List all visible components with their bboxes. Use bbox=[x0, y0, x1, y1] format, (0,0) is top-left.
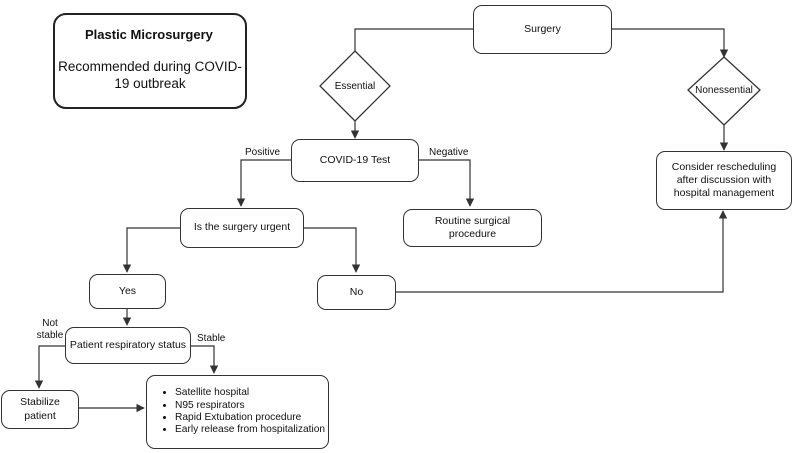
covid-test-label: COVID-19 Test bbox=[319, 153, 391, 166]
stabilize-label: Stabilize patient bbox=[20, 396, 60, 422]
edge-surgery-nonessential bbox=[612, 28, 729, 58]
edge-label-negative: Negative bbox=[429, 147, 469, 158]
reschedule-node: Consider rescheduling after discussion w… bbox=[656, 151, 792, 210]
edge-covidtest-urgent bbox=[236, 159, 291, 207]
routine-label: Routine surgical procedure bbox=[434, 214, 511, 240]
list-item: N95 respirators bbox=[175, 400, 325, 412]
list-item: Early release from hospitalization bbox=[175, 424, 325, 436]
edge-label-not-stable: Not stable bbox=[36, 318, 64, 341]
title-subtitle: Recommended during COVID-19 outbreak bbox=[58, 59, 242, 92]
list-item: Rapid Extubation procedure bbox=[175, 412, 325, 424]
edge-urgent-no bbox=[303, 227, 361, 273]
reschedule-label: Consider rescheduling after discussion w… bbox=[671, 160, 777, 200]
measures-node: Satellite hospital N95 respirators Rapid… bbox=[146, 375, 329, 449]
covid-test-node: COVID-19 Test bbox=[291, 139, 419, 182]
nonessential-label: Nonessential bbox=[695, 84, 753, 96]
nonessential-diamond bbox=[687, 56, 761, 126]
surgery-node: Surgery bbox=[473, 5, 612, 54]
edge-surgery-essential bbox=[350, 28, 473, 63]
edge-urgent-yes bbox=[122, 227, 181, 273]
measures-list: Satellite hospital N95 respirators Rapid… bbox=[147, 387, 325, 437]
urgent-node: Is the surgery urgent bbox=[180, 208, 304, 248]
edge-label-positive: Positive bbox=[245, 147, 281, 158]
stabilize-node: Stabilize patient bbox=[1, 390, 79, 429]
list-item: Satellite hospital bbox=[175, 387, 325, 399]
routine-node: Routine surgical procedure bbox=[403, 209, 542, 247]
respiratory-node: Patient respiratory status bbox=[65, 327, 191, 364]
no-label: No bbox=[349, 285, 364, 298]
edge-respiratory-measures bbox=[191, 345, 219, 374]
essential-diamond bbox=[319, 50, 391, 122]
urgent-label: Is the surgery urgent bbox=[193, 221, 291, 234]
no-node: No bbox=[317, 275, 396, 310]
edge-label-stable: Stable bbox=[197, 333, 226, 344]
edge-covidtest-routine bbox=[419, 159, 475, 207]
edge-no-reschedule bbox=[396, 210, 728, 293]
yes-node: Yes bbox=[89, 274, 166, 309]
edge-respiratory-stabilize bbox=[34, 345, 66, 389]
surgery-label: Surgery bbox=[524, 22, 561, 35]
respiratory-label: Patient respiratory status bbox=[69, 338, 187, 351]
yes-label: Yes bbox=[118, 284, 137, 297]
essential-label: Essential bbox=[334, 80, 376, 92]
title-box: Plastic Microsurgery Recommended during … bbox=[53, 13, 247, 109]
title-heading: Plastic Microsurgery bbox=[85, 27, 213, 42]
